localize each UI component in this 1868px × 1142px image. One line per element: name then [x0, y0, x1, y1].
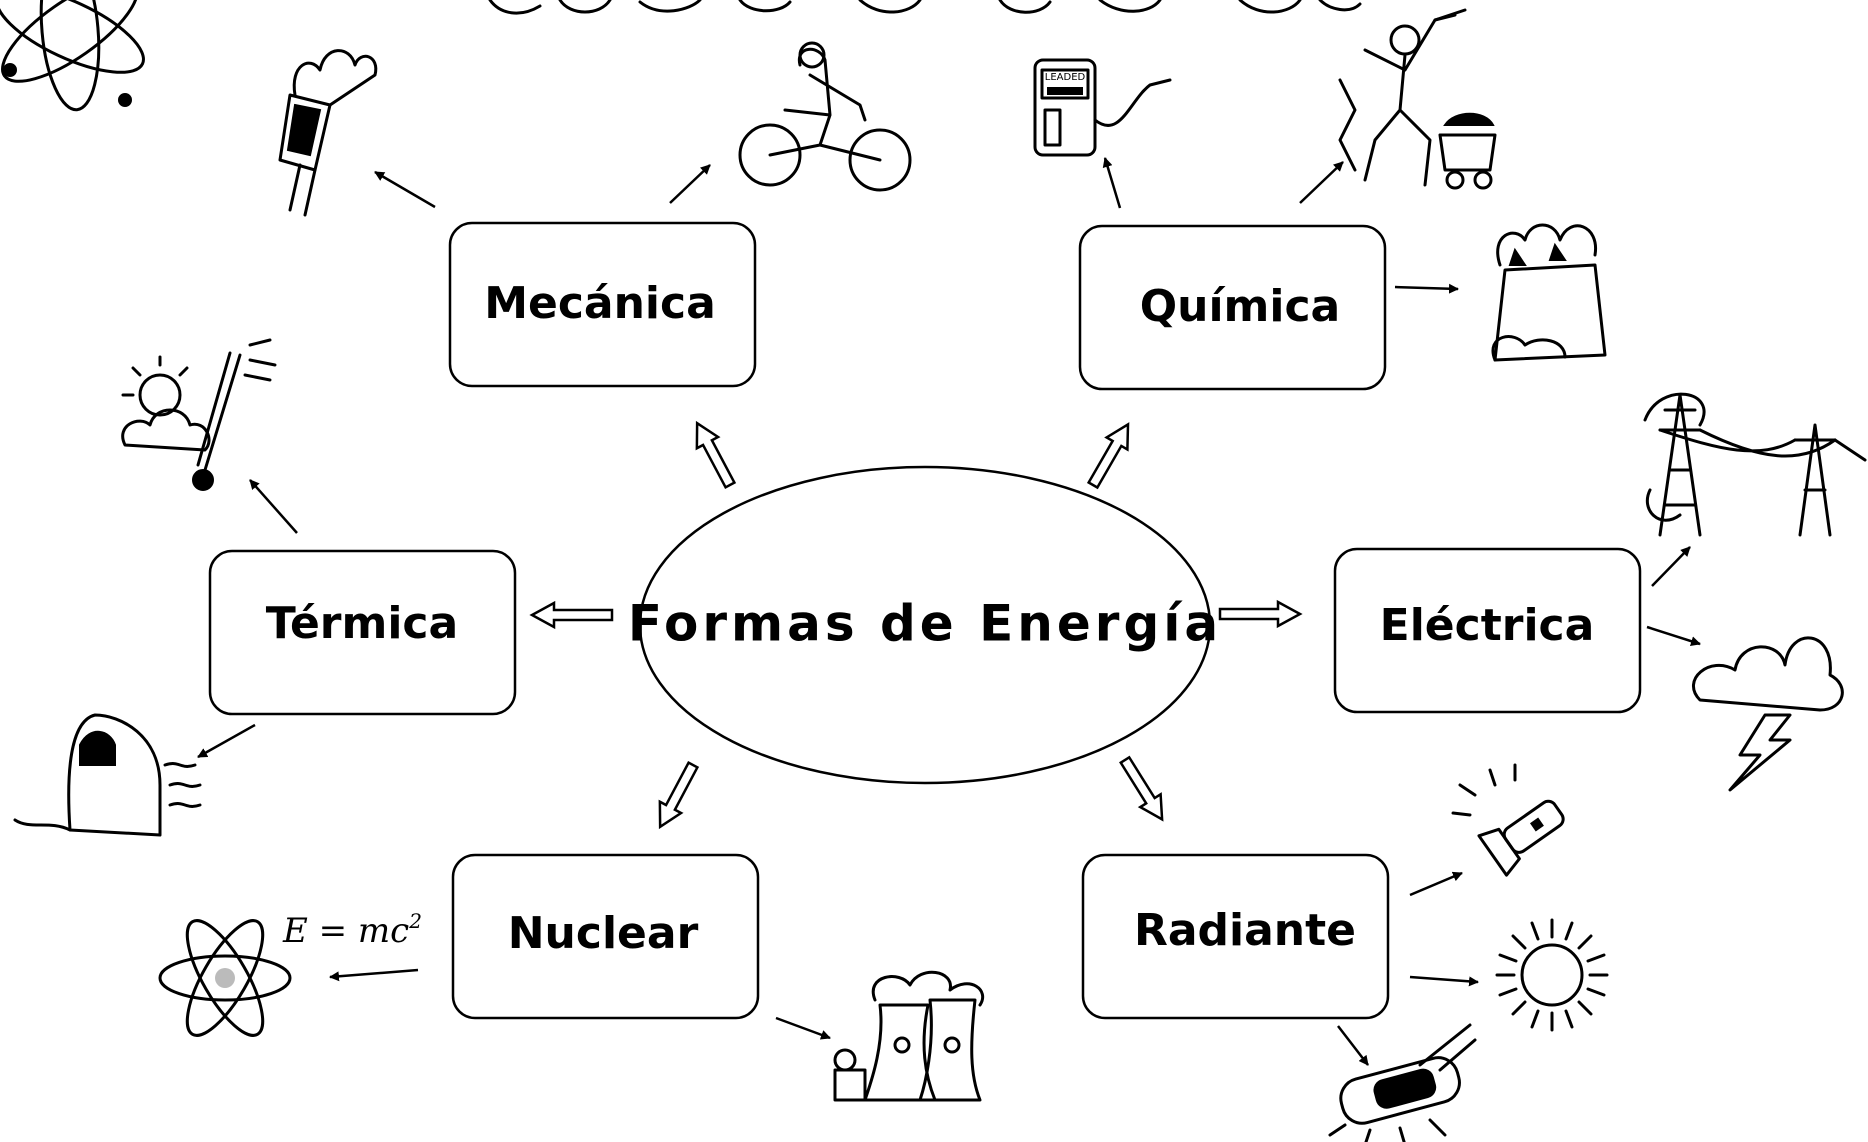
arrow-electrica-storm — [1646, 625, 1701, 647]
title-decoration — [488, 0, 1362, 15]
arrow-radiante-flashlight — [1409, 871, 1463, 897]
arrow-radiante-radio — [1337, 1025, 1369, 1066]
arrow-to-quimica — [1086, 422, 1130, 490]
box-nuclear: Nuclear — [451, 853, 760, 1020]
flashlight-icon — [1451, 763, 1565, 877]
center-title: Formas de Energía — [628, 595, 1222, 653]
arrow-mecanica-cyclist — [669, 164, 711, 204]
storm-cloud-icon — [1692, 636, 1844, 792]
box-nuclear-label: Nuclear — [508, 908, 699, 959]
arrow-to-nuclear — [658, 760, 700, 830]
miner-icon — [1338, 8, 1497, 190]
nuclear-plant-icon — [833, 970, 985, 1102]
gas-pump-icon: LEADED — [1033, 58, 1172, 157]
box-termica: Térmica — [208, 549, 517, 716]
arrow-termica-iron — [197, 723, 256, 759]
iron-icon — [13, 713, 202, 837]
arrow-to-radiante — [1119, 755, 1164, 822]
cyclist-icon — [738, 41, 912, 192]
box-radiante: Radiante — [1081, 853, 1390, 1020]
thin-arrows — [197, 157, 1701, 1066]
box-electrica: Eléctrica — [1333, 547, 1642, 714]
box-electrica-label: Eléctrica — [1380, 600, 1595, 651]
arrow-quimica-food — [1394, 283, 1459, 294]
power-lines-icon — [1643, 392, 1867, 537]
box-mecanica: Mecánica — [448, 221, 757, 388]
arrow-radiante-sun — [1409, 975, 1479, 987]
pump-label: LEADED — [1045, 72, 1086, 83]
box-termica-label: Térmica — [266, 598, 458, 649]
arrow-termica-thermo — [249, 479, 298, 534]
arrow-mecanica-torch — [374, 170, 436, 209]
box-radiante-label: Radiante — [1134, 905, 1356, 956]
atom-icon — [158, 919, 292, 1037]
arrow-electrica-lines — [1651, 546, 1691, 587]
arrow-quimica-pump — [1102, 157, 1122, 209]
torch-icon — [278, 49, 378, 217]
box-quimica-label: Química — [1140, 281, 1341, 332]
arrow-to-mecanica — [695, 420, 737, 490]
grocery-bag-icon — [1491, 223, 1607, 362]
arrow-to-termica — [529, 600, 614, 630]
hollow-arrows — [529, 420, 1303, 830]
box-quimica: Química — [1078, 224, 1387, 391]
sun-icon — [1495, 918, 1609, 1032]
atom-icon — [0, 0, 145, 112]
formula-lhs: E = mc — [282, 911, 409, 951]
center-node: Formas de Energía — [628, 465, 1222, 785]
arrow-to-electrica — [1218, 599, 1303, 629]
arrow-nuclear-atom — [329, 968, 419, 982]
thermometer-weather-icon — [121, 338, 277, 491]
arrow-quimica-miner — [1299, 161, 1344, 204]
formula-exponent: 2 — [408, 909, 422, 933]
box-mecanica-label: Mecánica — [484, 278, 716, 329]
arrow-nuclear-plant — [775, 1016, 831, 1040]
radio-icon — [1328, 1023, 1477, 1142]
formula-text: E = mc2 — [282, 909, 422, 951]
